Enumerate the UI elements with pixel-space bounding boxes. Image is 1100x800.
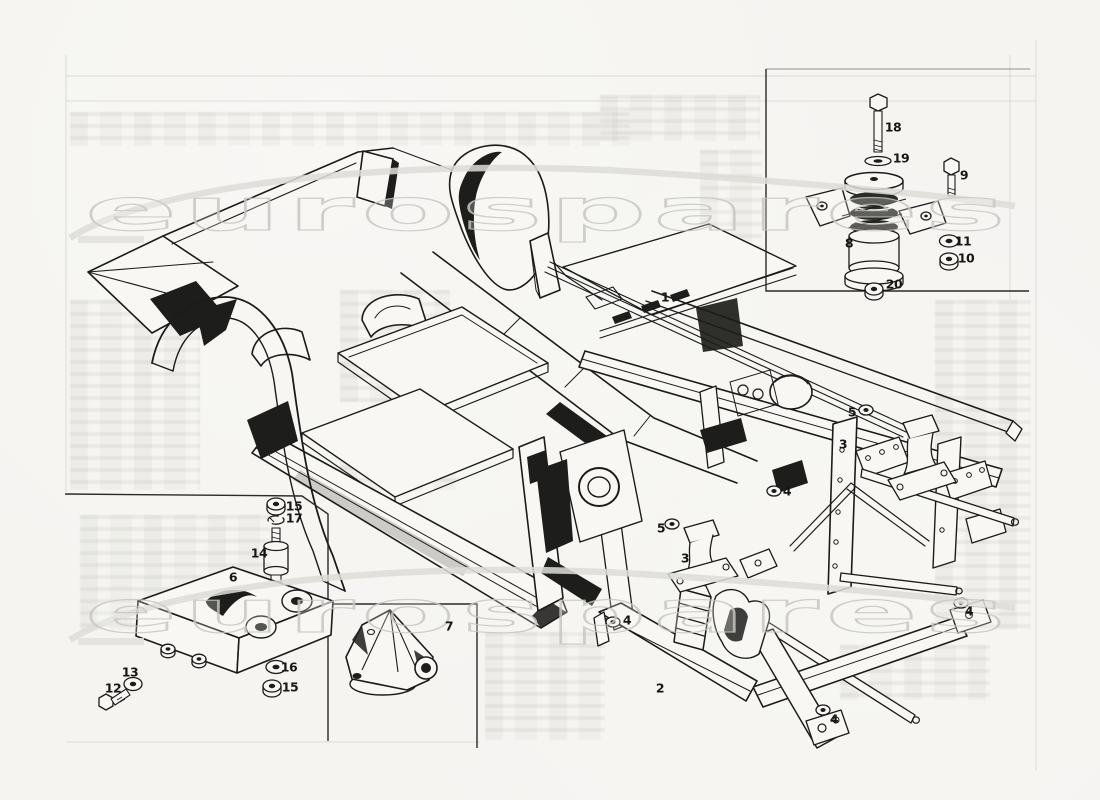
part-callout-12: 12	[104, 680, 122, 696]
part-callout-6: 6	[228, 569, 238, 585]
watermark-swoosh	[68, 566, 1016, 643]
chassis-line-drawing	[87, 144, 1023, 749]
part-callout-14: 14	[250, 545, 268, 561]
part-callout-4: 4	[782, 483, 792, 499]
watermark-tagline-blur	[78, 236, 144, 243]
part-callout-4: 4	[829, 711, 839, 727]
part-callout-2: 2	[655, 680, 665, 696]
watermark-text: eurospares	[85, 579, 1013, 646]
part-callout-15: 15	[285, 498, 303, 514]
watermark-text: eurospares	[85, 177, 1013, 244]
part-callout-7: 7	[444, 618, 454, 634]
shock-mount-hardware-inset	[805, 93, 960, 301]
part-callout-8: 8	[844, 235, 854, 251]
watermark-bottom: eurospares	[68, 566, 1016, 647]
part-callout-13: 13	[121, 664, 139, 680]
part-callout-5: 5	[656, 520, 666, 536]
watermark-swoosh	[68, 164, 1016, 241]
part-callout-15: 15	[281, 679, 299, 695]
engine-mount-block-inset	[98, 497, 334, 711]
part-callout-18: 18	[884, 119, 902, 135]
part-callout-4: 4	[964, 603, 974, 619]
part-callout-16: 16	[280, 659, 298, 675]
part-callout-3: 3	[680, 550, 690, 566]
part-callout-1: 1	[660, 289, 670, 305]
part-callout-11: 11	[954, 233, 972, 249]
part-callout-17: 17	[285, 510, 303, 526]
part-callout-10: 10	[957, 250, 975, 266]
part-callout-3: 3	[838, 436, 848, 452]
bracket-inset	[345, 609, 438, 696]
part-callout-5: 5	[847, 404, 857, 420]
watermark-top: eurospares	[68, 164, 1016, 245]
watermark-tagline-blur	[78, 638, 144, 645]
part-callout-4: 4	[622, 612, 632, 628]
part-callout-20: 20	[885, 276, 903, 292]
part-callout-19: 19	[892, 150, 910, 166]
part-callout-9: 9	[959, 167, 969, 183]
